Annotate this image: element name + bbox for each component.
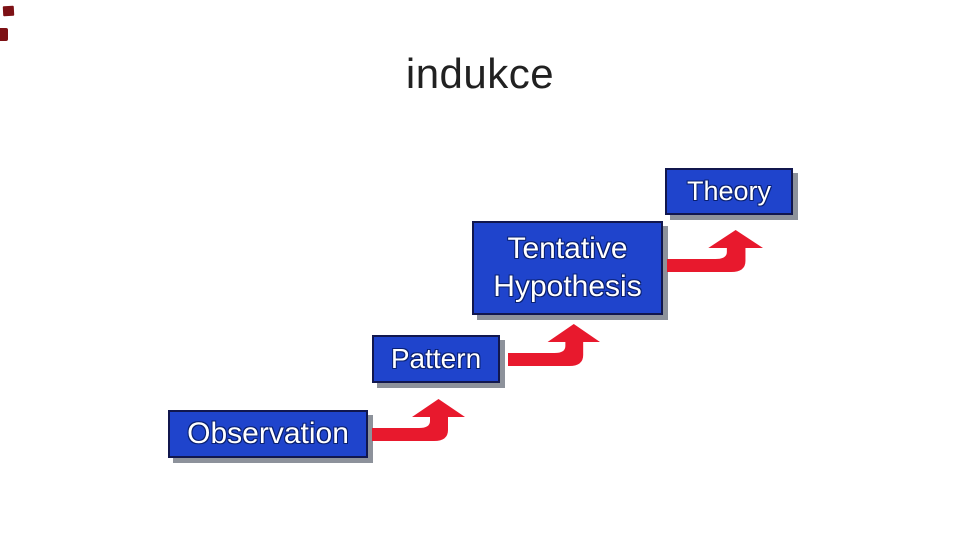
step-box-pattern: Pattern [372,335,500,383]
step-label-observation: Observation [187,417,349,450]
left-edge-mark [0,28,8,41]
step-label-tentative-hypothesis: Tentative Hypothesis [493,232,642,303]
bent-up-arrow-icon [372,399,465,441]
bent-up-arrow-icon [508,324,600,366]
slide-title: indukce [405,50,555,97]
step-box-observation: Observation [168,410,368,458]
step-box-tentative-hypothesis: Tentative Hypothesis [472,221,663,315]
step-box-theory: Theory [665,168,793,215]
left-edge-mark [2,5,15,17]
step-label-theory: Theory [686,176,772,206]
step-label-pattern: Pattern [390,343,482,374]
bent-up-arrow-icon [667,230,763,272]
